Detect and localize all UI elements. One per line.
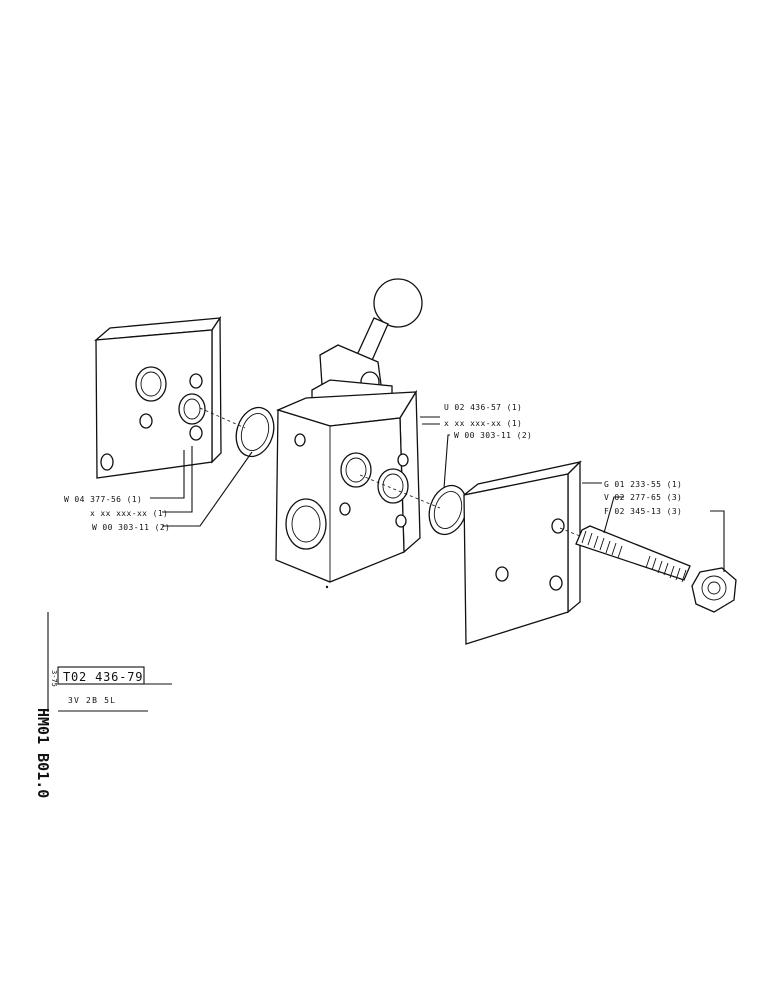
- leader-bolt: [603, 496, 624, 534]
- cover-plate-hole-3: [549, 575, 563, 591]
- leader-left-ring: [162, 451, 253, 527]
- label-cover-plate: G 01 233-55 (1): [604, 480, 682, 489]
- bolt: [575, 525, 691, 583]
- label-nut: F 02 345-13 (3): [604, 507, 682, 516]
- cover-plate-hole-2: [495, 566, 509, 582]
- left-block-hole-3: [189, 425, 203, 441]
- left-block-port-medium: [178, 393, 206, 425]
- label-valve-body: U 02 436-57 (1): [444, 403, 522, 412]
- nut-bore: [707, 581, 721, 595]
- nut-face-circle: [701, 575, 727, 601]
- label-left-ring: W 00 303-11 (2): [92, 523, 170, 532]
- figure-code: HM01 B01.0: [34, 708, 52, 798]
- cover-plate-front: [463, 473, 569, 645]
- leader-valve-ring: [443, 434, 450, 489]
- left-block-port-medium-inner: [183, 398, 201, 420]
- nut-hex: [691, 567, 737, 613]
- left-block-hole-1: [189, 373, 203, 389]
- bolt-thread-near-lines: [581, 530, 623, 559]
- valve-port-b-inner: [382, 473, 404, 499]
- left-block: [94, 315, 222, 479]
- lever-knob: [373, 278, 423, 328]
- bolt-thread-near: [581, 530, 623, 559]
- valve-hole-4: [395, 514, 407, 528]
- bolt-shank: [575, 525, 691, 581]
- left-block-port-large-inner: [140, 371, 162, 397]
- label-valve-screw: x xx xxx-xx (1): [444, 419, 522, 428]
- right-o-ring-inner: [433, 491, 463, 529]
- center-mark: [325, 585, 329, 589]
- valve-hole-3: [339, 502, 351, 516]
- left-o-ring: [235, 406, 275, 458]
- nut: [691, 567, 737, 613]
- drawing-number: T02 436-79: [63, 670, 143, 684]
- right-o-ring: [428, 484, 468, 536]
- label-left-block: W 04 377-56 (1): [64, 495, 142, 504]
- left-o-ring-outer: [235, 406, 275, 458]
- valve-body: [275, 278, 423, 589]
- label-valve-ring: W 00 303-11 (2): [454, 431, 532, 440]
- label-bolt: V 02 277-65 (3): [604, 493, 682, 502]
- cover-plate: [463, 460, 583, 645]
- left-block-hole-4: [100, 453, 114, 471]
- sheet-description: 3V 2B 5L: [68, 696, 116, 705]
- drawing-number-box: [57, 666, 145, 685]
- valve-port-large-inner: [291, 505, 321, 543]
- leader-nut: [710, 510, 725, 572]
- cover-plate-hole-1: [551, 518, 565, 534]
- valve-hole-2: [397, 453, 409, 467]
- left-o-ring-inner: [240, 413, 270, 451]
- cover-plate-side: [567, 460, 581, 614]
- left-block-hole-2: [139, 413, 153, 429]
- left-axis-line: [199, 407, 246, 429]
- callout-labels: W 04 377-56 (1) x xx xxx-xx (1) W 00 303…: [64, 403, 682, 532]
- right-axis-line: [359, 474, 441, 509]
- left-block-side-face: [211, 315, 222, 464]
- left-block-front-face: [95, 329, 213, 479]
- title-block: HM01 B01.0 3-75 T02 436-79 3V 2B 5L: [34, 612, 172, 798]
- leader-lines: [150, 416, 725, 572]
- sheet-date: 3-75: [50, 670, 58, 687]
- bolt-thread-far-lines: [645, 555, 687, 583]
- label-left-screw: x xx xxx-xx (1): [90, 509, 168, 518]
- valve-port-a-inner: [345, 457, 367, 483]
- valve-hole-1: [294, 433, 306, 447]
- leader-left-block: [150, 450, 185, 499]
- bolt-thread-far: [645, 555, 687, 583]
- leader-left-screw: [162, 446, 193, 513]
